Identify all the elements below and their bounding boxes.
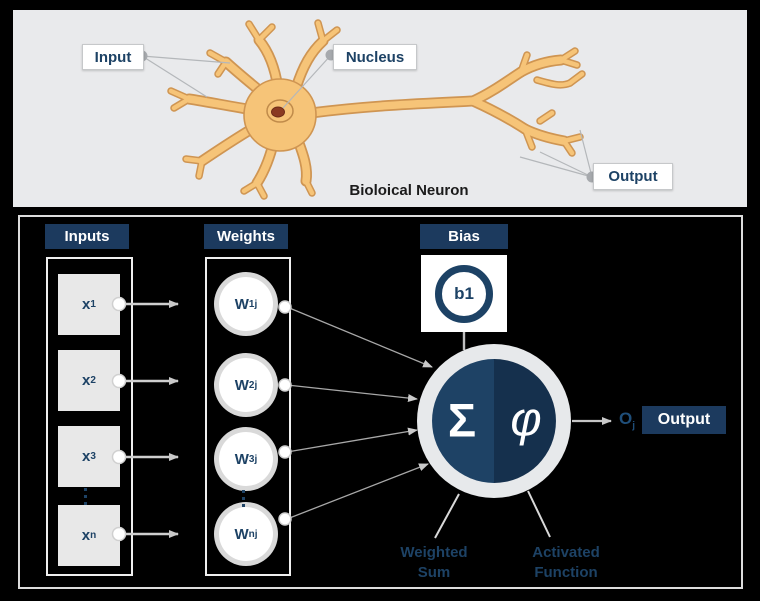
biological-neuron-panel: Input Nucleus Output Bioloical Neuron — [13, 10, 747, 207]
nucleus-dot — [271, 106, 285, 118]
output-box: Output — [642, 406, 726, 434]
inputs-ellipsis — [84, 488, 87, 505]
bias-value: b1 — [454, 283, 474, 303]
neuron-body — [417, 344, 571, 498]
output-box-text: Output — [657, 411, 711, 428]
sum-symbol: Σ — [447, 393, 477, 447]
output-label: Output — [593, 163, 673, 190]
inputs-header-text: Inputs — [64, 228, 110, 245]
bias-node: b1 — [421, 255, 507, 332]
label-connector-lines — [141, 54, 593, 178]
bias-circle: b1 — [435, 264, 493, 323]
weight-arrows — [286, 306, 433, 520]
panel-caption: Bioloical Neuron — [349, 182, 469, 199]
nucleus-label: Nucleus — [333, 44, 417, 70]
inputs-container — [46, 257, 133, 576]
weights-ellipsis — [242, 490, 245, 507]
activation-symbol: φ — [510, 393, 542, 447]
weighted-sum-annotation: Weighted Sum — [400, 544, 468, 581]
inputs-header: Inputs — [45, 224, 129, 249]
activated-function-annotation: Activated Function — [532, 544, 600, 581]
output-label-text: Output — [608, 168, 658, 185]
bias-header: Bias — [420, 224, 508, 249]
nucleus-outline — [266, 99, 294, 123]
output-variable: Oj — [619, 409, 636, 432]
annotation-lines — [434, 490, 551, 539]
input-label-text: Input — [94, 48, 132, 66]
weights-container — [205, 257, 291, 576]
bias-header-text: Bias — [448, 228, 480, 245]
input-label: Input — [82, 44, 144, 70]
nucleus-label-text: Nucleus — [345, 48, 405, 66]
weights-header-text: Weights — [216, 228, 276, 245]
weights-header: Weights — [204, 224, 288, 249]
